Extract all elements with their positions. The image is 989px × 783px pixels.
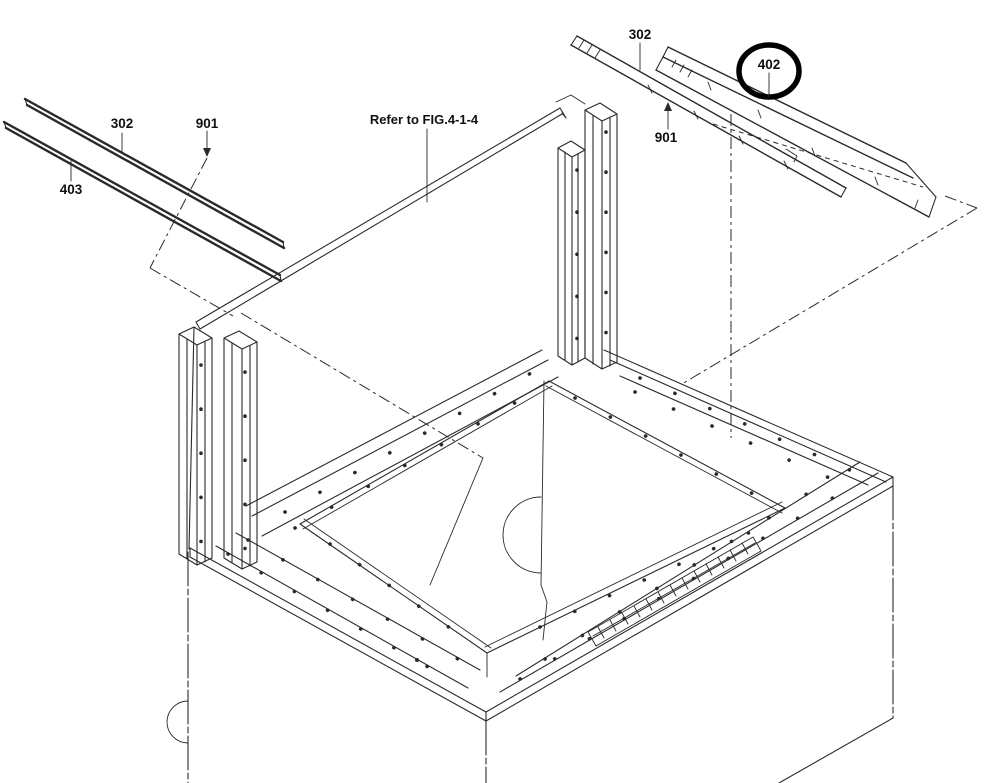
- callout-label-403: 403: [60, 182, 83, 197]
- joggle-detail: [785, 148, 798, 163]
- part-strip-302-left: [23, 97, 286, 250]
- callout-403: 403: [60, 160, 83, 197]
- end-notches: [671, 59, 693, 78]
- left-corner-rails: [178, 326, 258, 570]
- side-hole-detail: [166, 700, 189, 744]
- callout-302-right: 302: [629, 27, 652, 71]
- hatch-marks: [597, 542, 749, 639]
- reference-note-text: Refer to FIG.4-1-4: [370, 112, 479, 127]
- part-strip-403: [2, 120, 283, 283]
- part-strip-402: [655, 46, 937, 218]
- frame-opening: [299, 380, 786, 678]
- callout-901-right: 901: [655, 102, 678, 145]
- inner-panel-detail: [429, 380, 548, 641]
- callout-901-left: 901: [196, 116, 219, 157]
- callout-label-901-left: 901: [196, 116, 219, 131]
- screw-holes: [647, 84, 789, 170]
- projection-lines: [149, 114, 978, 459]
- callout-label-901-right: 901: [655, 130, 678, 145]
- callout-302-left: 302: [111, 116, 134, 153]
- part-strip-302-right: [570, 35, 847, 198]
- right-corner-rails: [557, 102, 618, 370]
- screw-holes: [707, 81, 919, 209]
- back-panel: [188, 94, 586, 550]
- leader-arrowhead: [203, 148, 211, 157]
- callout-label-302-right: 302: [629, 27, 652, 42]
- cabinet-body: [166, 476, 894, 783]
- end-notches: [578, 39, 601, 59]
- reference-note: Refer to FIG.4-1-4: [370, 112, 479, 203]
- callout-402-highlighted: 402: [736, 42, 802, 100]
- inner-hole-arc: [502, 496, 542, 574]
- callout-label-302-left: 302: [111, 116, 134, 131]
- top-frame-rails: [215, 349, 894, 693]
- callout-label-402: 402: [758, 57, 781, 72]
- leader-arrowhead: [664, 102, 672, 111]
- hole-dots: [226, 366, 870, 687]
